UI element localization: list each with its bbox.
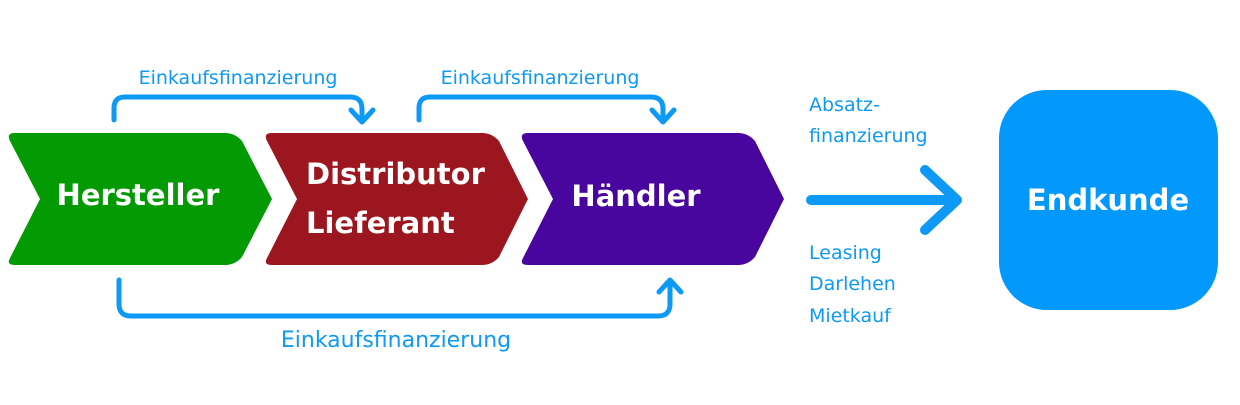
endkunde-rect	[999, 90, 1218, 310]
stage-haendler: Händler	[521, 133, 784, 265]
flow-bottom-line	[116, 277, 673, 319]
stage-distributor: Distributor Lieferant	[265, 133, 528, 265]
absatz-option-leasing: Leasing	[809, 242, 882, 264]
absatz-label-line1: Absatz-	[809, 94, 880, 116]
haendler-label: Händler	[571, 179, 701, 213]
main-arrow-head	[920, 165, 962, 235]
absatz-option-darlehen: Darlehen	[809, 273, 896, 295]
flow-top-left-label: Einkaufsfinanzierung	[139, 67, 338, 89]
flow-bottom: Einkaufsfinanzierung	[116, 277, 684, 353]
endkunde-label: Endkunde	[1027, 183, 1189, 217]
absatz-label-line2: finanzierung	[809, 125, 928, 147]
flow-top-left-line	[111, 94, 365, 124]
distributor-label-line2: Lieferant	[306, 206, 455, 240]
hersteller-label: Hersteller	[57, 178, 221, 212]
hersteller-chevron	[8, 133, 273, 265]
flow-top-right: Einkaufsfinanzierung	[416, 67, 677, 125]
absatz-section: Absatz- finanzierung Leasing Darlehen Mi…	[806, 94, 962, 327]
flow-top-right-label: Einkaufsfinanzierung	[441, 67, 640, 89]
haendler-chevron	[521, 133, 784, 265]
arrow-head-icon	[649, 107, 677, 125]
endkunde-box: Endkunde	[999, 90, 1218, 310]
distributor-chevron	[265, 133, 528, 265]
flow-top-right-line	[416, 94, 666, 124]
arrow-head-icon	[656, 277, 684, 295]
arrow-head-icon	[348, 107, 376, 125]
distributor-label-line1: Distributor	[306, 157, 486, 191]
flow-top-left: Einkaufsfinanzierung	[111, 67, 376, 125]
stage-hersteller: Hersteller	[8, 133, 273, 265]
flow-bottom-label: Einkaufsfinanzierung	[281, 328, 511, 353]
absatz-option-mietkauf: Mietkauf	[809, 305, 892, 327]
long-right-arrow-icon	[806, 165, 962, 235]
